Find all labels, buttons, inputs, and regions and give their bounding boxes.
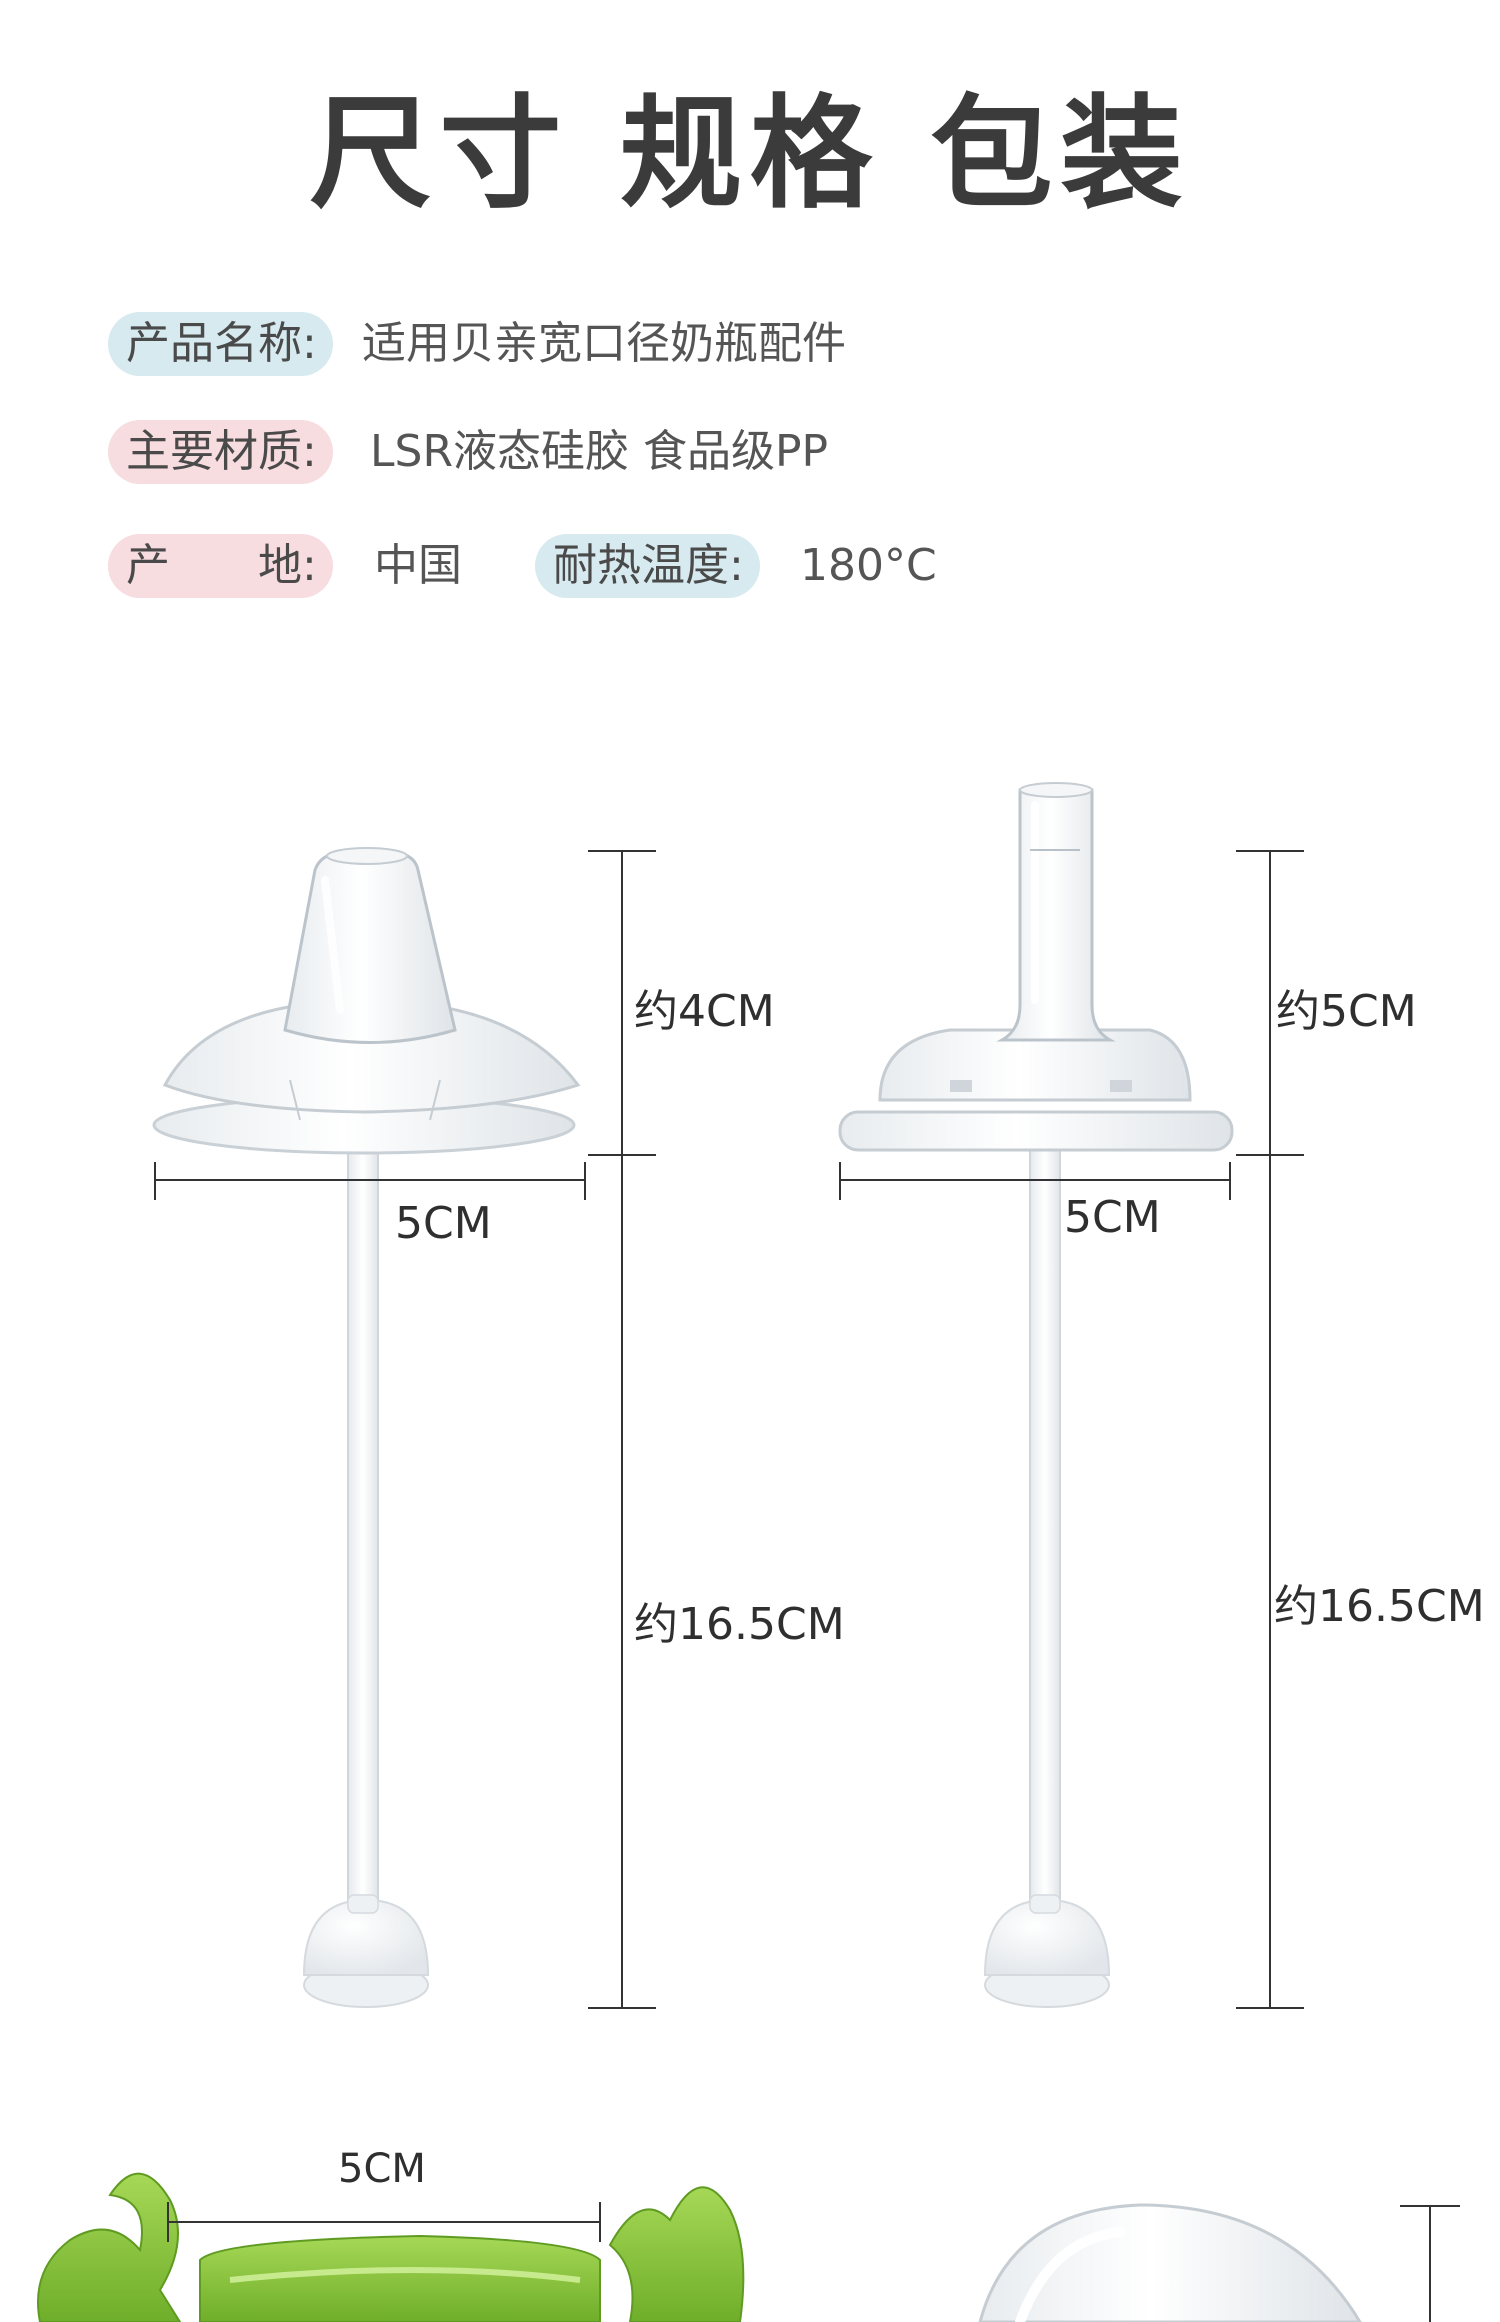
straw-straw-length-label: 约16.5CM xyxy=(1274,1581,1485,1632)
material-label: 主要材质: xyxy=(108,420,333,484)
origin-value: 中国 xyxy=(374,540,462,591)
straw-dimension-lines xyxy=(839,850,1304,2009)
product-name-label: 产品名称: xyxy=(108,312,333,376)
straw-spout-illustration xyxy=(838,782,1234,2008)
page-title: 尺寸 规格 包装 xyxy=(309,83,1191,225)
duckbill-straw-length-label: 约16.5CM xyxy=(634,1599,845,1650)
material-value: LSR液态硅胶 食品级PP xyxy=(370,426,829,477)
dome-dimension-line xyxy=(1400,2205,1460,2322)
heat-resistance-label: 耐热温度: xyxy=(535,534,760,598)
heat-resistance-value: 180°C xyxy=(800,540,937,591)
origin-label: 产 地: xyxy=(108,534,333,598)
straw-width-label: 5CM xyxy=(1064,1192,1161,1243)
handle-width-label: 5CM xyxy=(338,2146,426,2192)
product-name-value: 适用贝亲宽口径奶瓶配件 xyxy=(362,318,846,369)
straw-height-label: 约5CM xyxy=(1276,986,1417,1037)
duckbill-height-label: 约4CM xyxy=(634,986,775,1037)
dome-illustration xyxy=(978,2203,1362,2322)
handle-illustration xyxy=(37,2172,745,2322)
duckbill-dimension-lines xyxy=(154,850,656,2009)
duckbill-spout-illustration xyxy=(152,847,581,2008)
handle-dimension-line xyxy=(167,2202,601,2242)
duckbill-width-label: 5CM xyxy=(395,1198,492,1249)
